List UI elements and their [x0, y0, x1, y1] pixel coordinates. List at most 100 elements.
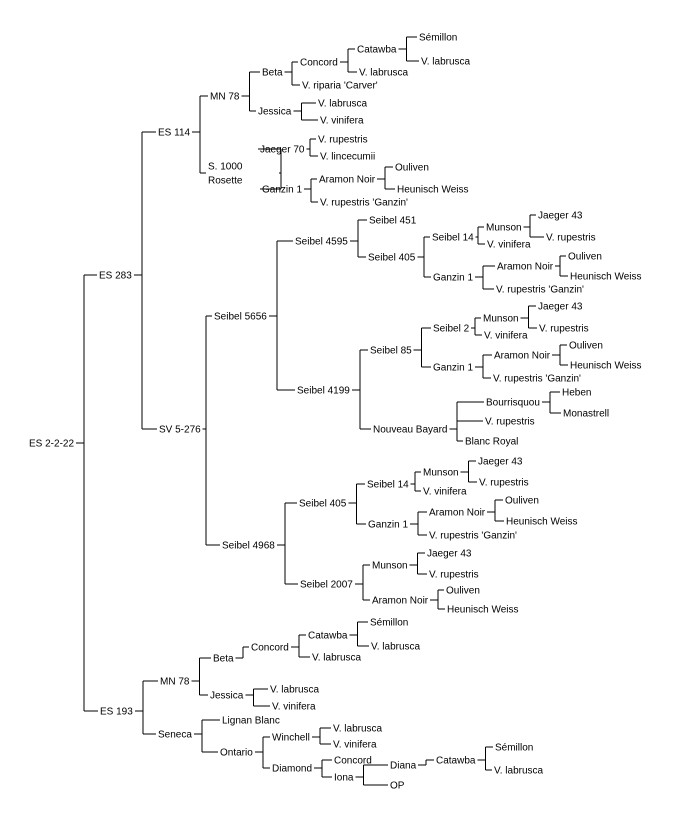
node-seibel-2: Seibel 2 — [433, 324, 470, 335]
node-op: OP — [390, 781, 405, 792]
node-v-rupestris: V. rupestris — [479, 478, 529, 489]
node-ganzin-1: Ganzin 1 — [433, 363, 473, 374]
node-v-rupestris-ganzin: V. rupestris 'Ganzin' — [320, 198, 408, 209]
node-concord: Concord — [334, 756, 372, 767]
node-ouliven: Ouliven — [569, 341, 603, 352]
node-aramon-noir: Aramon Noir — [494, 351, 551, 362]
node-munson: Munson — [372, 561, 408, 572]
node-jaeger-43: Jaeger 43 — [538, 211, 583, 222]
node-jessica: Jessica — [258, 107, 292, 118]
node-iona: Iona — [334, 773, 354, 784]
node-jaeger-43: Jaeger 43 — [478, 457, 523, 468]
node-diamond: Diamond — [272, 764, 312, 775]
node-v-rupestris: V. rupestris — [429, 570, 479, 581]
node-seibel-85: Seibel 85 — [370, 346, 412, 357]
node-seibel-405: Seibel 405 — [368, 253, 416, 264]
node-heunisch-weiss: Heunisch Weiss — [506, 517, 578, 528]
node-aramon-noir: Aramon Noir — [319, 175, 376, 186]
node-v-labrusca: V. labrusca — [421, 57, 471, 68]
node-ganzin-1: Ganzin 1 — [262, 185, 302, 196]
node-heben: Heben — [562, 388, 591, 399]
node-catawba: Catawba — [308, 631, 348, 642]
node-bourrisquou: Bourrisquou — [486, 398, 540, 409]
node-ganzin-1: Ganzin 1 — [368, 520, 408, 531]
node-seibel-14: Seibel 14 — [367, 480, 409, 491]
node-ouliven: Ouliven — [395, 163, 429, 174]
node-sv-5-276: SV 5-276 — [159, 425, 201, 436]
node-v-rupestris-ganzin: V. rupestris 'Ganzin' — [493, 374, 581, 385]
node-v-rupestris-ganzin: V. rupestris 'Ganzin' — [429, 531, 517, 542]
node-diana: Diana — [390, 761, 417, 772]
node-v-rupestris: V. rupestris — [546, 233, 596, 244]
node-aramon-noir: Aramon Noir — [372, 596, 429, 607]
node-mn-78: MN 78 — [160, 677, 190, 688]
node-concord: Concord — [251, 643, 289, 654]
node-semillon: Sémillon — [495, 743, 533, 754]
node-semillon: Sémillon — [370, 618, 408, 629]
node-es-2-2-22: ES 2-2-22 — [29, 439, 74, 450]
node-heunisch-weiss: Heunisch Weiss — [447, 605, 519, 616]
node-blanc-royal: Blanc Royal — [465, 437, 518, 448]
node-aramon-noir: Aramon Noir — [497, 262, 554, 273]
node-ontario: Ontario — [220, 748, 253, 759]
node-v-labrusca: V. labrusca — [359, 68, 409, 79]
node-ganzin-1: Ganzin 1 — [433, 273, 473, 284]
node-v-labrusca: V. labrusca — [494, 766, 544, 777]
node-monastrell: Monastrell — [563, 409, 609, 420]
node-v-rupestris: V. rupestris — [318, 135, 368, 146]
node-jaeger-43: Jaeger 43 — [538, 302, 583, 313]
node-semillon: Sémillon — [419, 33, 457, 44]
node-v-lincecumii: V. lincecumii — [320, 152, 375, 163]
node-v-labrusca: V. labrusca — [371, 642, 421, 653]
node-seibel-2007: Seibel 2007 — [300, 580, 353, 591]
node-ouliven: Ouliven — [568, 252, 602, 263]
node-seibel-405: Seibel 405 — [299, 499, 347, 510]
node-es-283: ES 283 — [99, 271, 132, 282]
node-concord: Concord — [300, 58, 338, 69]
node-beta: Beta — [262, 68, 283, 79]
node-v-labrusca: V. labrusca — [312, 653, 362, 664]
node-v-labrusca: V. labrusca — [270, 685, 320, 696]
node-v-vinifera: V. vinifera — [320, 116, 364, 127]
node-munson: Munson — [483, 314, 519, 325]
node-seibel-451: Seibel 451 — [369, 216, 417, 227]
node-v-vinifera: V. vinifera — [484, 331, 528, 342]
node-jessica: Jessica — [210, 691, 244, 702]
node-v-vinifera: V. vinifera — [487, 240, 531, 251]
node-ouliven: Ouliven — [446, 586, 480, 597]
node-catawba: Catawba — [357, 45, 397, 56]
node-lignan-blanc: Lignan Blanc — [222, 716, 280, 727]
node-v-rupestris: V. rupestris — [539, 324, 589, 335]
node-seibel-4199: Seibel 4199 — [297, 386, 350, 397]
node-seneca: Seneca — [158, 730, 192, 741]
node-seibel-14: Seibel 14 — [432, 233, 474, 244]
node-munson: Munson — [486, 223, 522, 234]
node-mn-78: MN 78 — [210, 92, 240, 103]
node-seibel-4595: Seibel 4595 — [295, 237, 348, 248]
node-v-rupestris: V. rupestris — [485, 417, 535, 428]
node-catawba: Catawba — [436, 756, 476, 767]
node-v-labrusca: V. labrusca — [333, 724, 383, 735]
node-winchell: Winchell — [272, 733, 310, 744]
node-munson: Munson — [423, 468, 459, 479]
node-beta: Beta — [213, 654, 234, 665]
node-seibel-4968: Seibel 4968 — [222, 541, 275, 552]
node-v-vinifera: V. vinifera — [272, 702, 316, 713]
node-aramon-noir: Aramon Noir — [429, 508, 486, 519]
node-jaeger-70: Jaeger 70 — [260, 145, 305, 156]
node-v-rupestris-ganzin: V. rupestris 'Ganzin' — [496, 285, 584, 296]
node-heunisch-weiss: Heunisch Weiss — [570, 272, 642, 283]
node-seibel-5656: Seibel 5656 — [214, 312, 267, 323]
node-v-labrusca: V. labrusca — [318, 99, 368, 110]
node-ouliven: Ouliven — [505, 496, 539, 507]
node-es-193: ES 193 — [100, 707, 133, 718]
node-v-vinifera: V. vinifera — [333, 740, 377, 751]
node-es-114: ES 114 — [158, 128, 190, 139]
node-v-vinifera: V. vinifera — [423, 487, 467, 498]
node-v-riparia-carver: V. riparia 'Carver' — [302, 81, 378, 92]
node-nouveau-bayard: Nouveau Bayard — [373, 425, 448, 436]
pedigree-connector-lines — [76, 36, 568, 786]
